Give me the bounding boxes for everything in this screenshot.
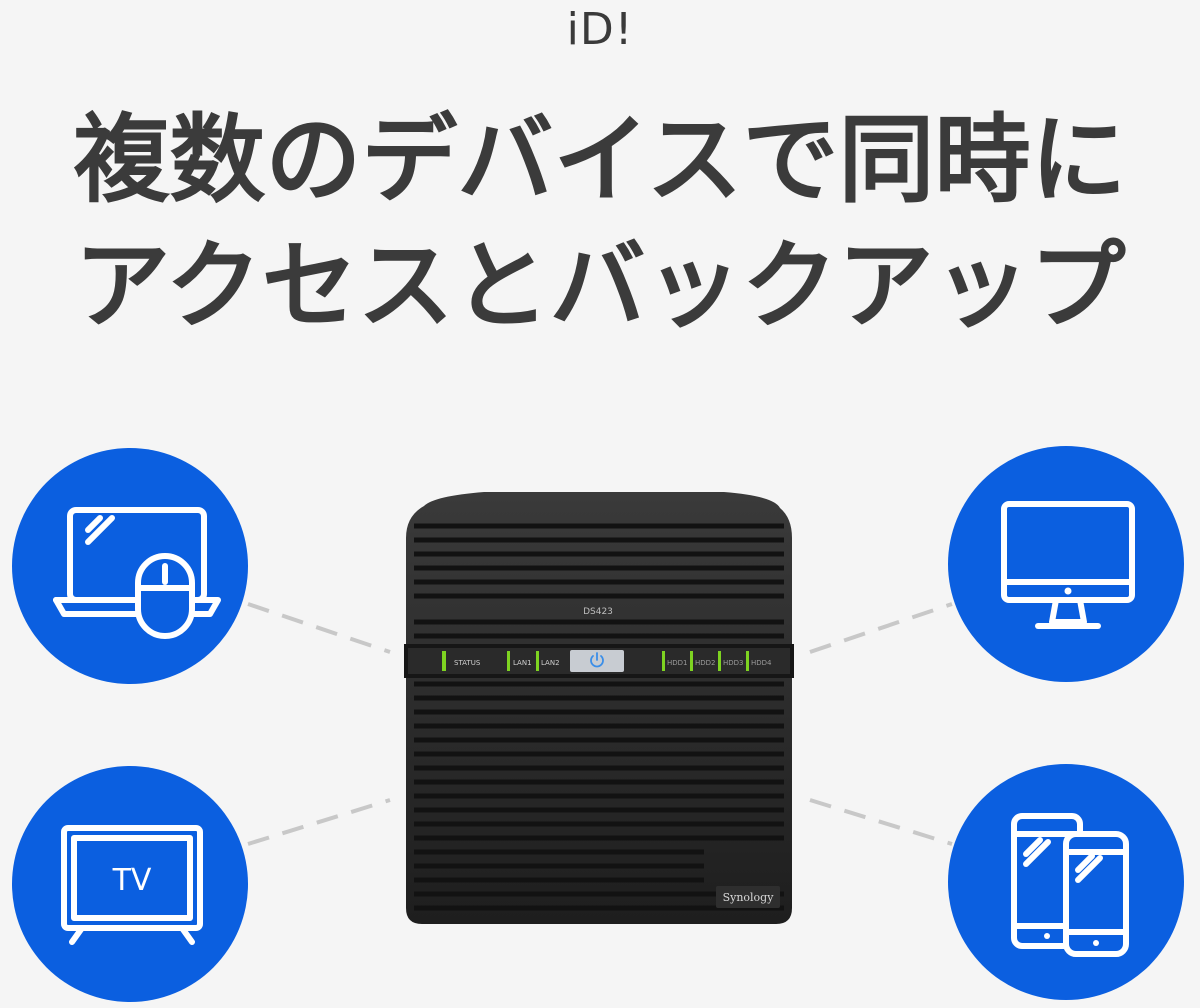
- hdd2-label: HDD2: [695, 659, 716, 667]
- lan2-led: [536, 651, 539, 671]
- status-led: [442, 651, 446, 671]
- synology-badge: [716, 886, 780, 908]
- hdd3-label: HDD3: [723, 659, 744, 667]
- laptop-device-circle: [12, 448, 248, 684]
- lan2-label: LAN2: [541, 659, 560, 667]
- connector-tv: [247, 798, 391, 846]
- hdd3-led: [718, 651, 721, 671]
- lan1-label: LAN1: [513, 659, 532, 667]
- monitor-device-circle: [948, 446, 1184, 682]
- connector-tablets: [809, 798, 953, 846]
- tablets-device-circle: [948, 764, 1184, 1000]
- connector-laptop: [247, 602, 391, 654]
- tv-label: TV: [112, 863, 152, 898]
- desktop-monitor-icon: [1001, 501, 1135, 629]
- nas-device: DS423 STATUS LAN1 LAN2 HDD1 HDD2 HDD3 HD: [404, 488, 794, 928]
- laptop-mouse-icon: [53, 507, 221, 639]
- headline-line-1: 複数のデバイスで同時に: [73, 104, 1127, 216]
- power-button: [570, 650, 624, 672]
- hdd1-led: [662, 651, 665, 671]
- nas-illustration: DS423 STATUS LAN1 LAN2 HDD1 HDD2 HDD3 HD: [404, 492, 794, 924]
- nas-model-label: DS423: [583, 607, 613, 617]
- hdd4-label: HDD4: [751, 659, 772, 667]
- tv-icon: TV: [61, 825, 203, 945]
- tv-device-circle: TV: [12, 766, 248, 1002]
- nas-chassis: [406, 492, 792, 924]
- status-label: STATUS: [454, 659, 481, 667]
- headline-line-2: アクセスとバックアップ: [74, 230, 1126, 342]
- hdd4-led: [746, 651, 749, 671]
- power-icon: [590, 652, 604, 668]
- hdd2-led: [690, 651, 693, 671]
- tablet-smartphone-icon: [1011, 813, 1129, 957]
- lan1-led: [507, 651, 510, 671]
- nas-grille: [414, 523, 784, 911]
- brand-logo: iD!: [566, 4, 634, 55]
- synology-logo: Synology: [723, 891, 775, 904]
- hdd1-label: HDD1: [667, 659, 688, 667]
- connector-monitor: [809, 602, 953, 654]
